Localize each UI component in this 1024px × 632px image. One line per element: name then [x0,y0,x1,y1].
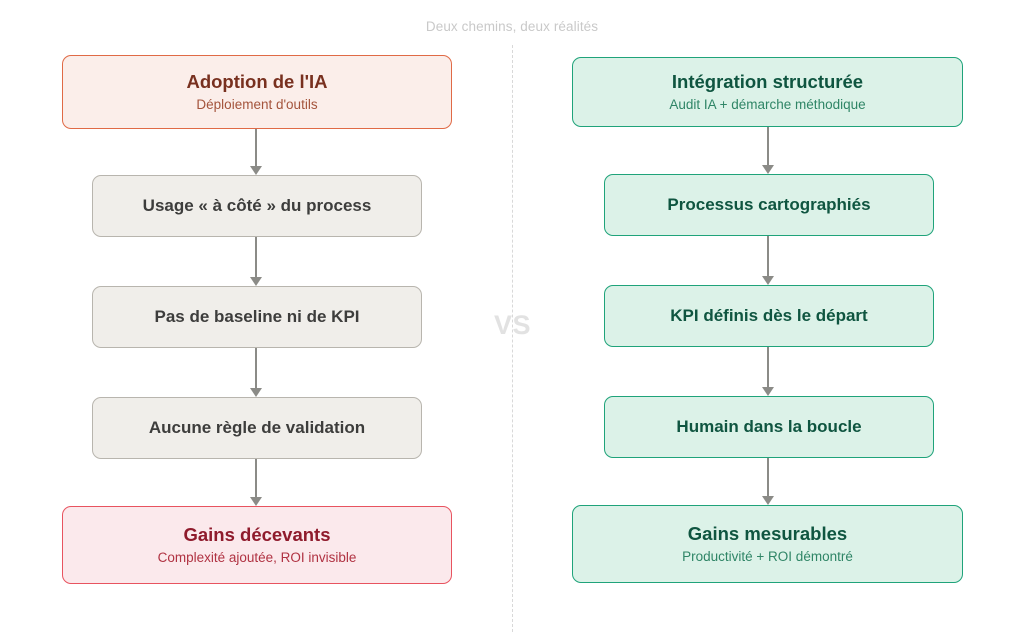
node-title: Humain dans la boucle [676,417,862,437]
node-subtitle: Audit IA + démarche méthodique [669,97,866,113]
node-title: Aucune règle de validation [148,418,366,438]
node-title: Intégration structurée [671,70,864,92]
left-node-adoption-de-l-ia[interactable]: Adoption de l'IA Déploiement d'outils [62,55,452,129]
node-title: Gains décevants [183,523,331,545]
right-arrow-1 [761,127,775,174]
node-title: Processus cartographiés [667,195,871,215]
right-arrow-4 [761,458,775,505]
left-node-usage-a-cote-du-process[interactable]: Usage « à côté » du process [92,175,422,237]
node-subtitle: Déploiement d'outils [196,97,318,113]
left-arrow-2 [249,237,263,286]
right-node-gains-mesurables[interactable]: Gains mesurables Productivité + ROI démo… [572,505,963,583]
node-subtitle: Productivité + ROI démontré [682,549,853,565]
right-node-humain-dans-la-boucle[interactable]: Humain dans la boucle [604,396,934,458]
right-arrow-2 [761,236,775,285]
left-node-aucune-regle-de-validation[interactable]: Aucune règle de validation [92,397,422,459]
node-title: KPI définis dès le départ [670,306,868,326]
center-divider-line [512,45,513,632]
left-node-gains-decevants[interactable]: Gains décevants Complexité ajoutée, ROI … [62,506,452,584]
left-node-pas-de-baseline-ni-de-kpi[interactable]: Pas de baseline ni de KPI [92,286,422,348]
diagram-caption: Deux chemins, deux réalités [425,19,599,34]
right-node-processus-cartographies[interactable]: Processus cartographiés [604,174,934,236]
node-title: Pas de baseline ni de KPI [154,307,360,327]
node-subtitle: Complexité ajoutée, ROI invisible [157,550,357,566]
left-arrow-3 [249,348,263,397]
node-title: Gains mesurables [687,522,848,544]
right-node-kpi-definis-des-le-depart[interactable]: KPI définis dès le départ [604,285,934,347]
left-arrow-4 [249,459,263,506]
right-node-integration-structuree[interactable]: Intégration structurée Audit IA + démarc… [572,57,963,127]
node-title: Adoption de l'IA [186,70,328,92]
left-arrow-1 [249,129,263,175]
right-arrow-3 [761,347,775,396]
vs-label: VS [493,310,532,340]
node-title: Usage « à côté » du process [142,196,372,216]
